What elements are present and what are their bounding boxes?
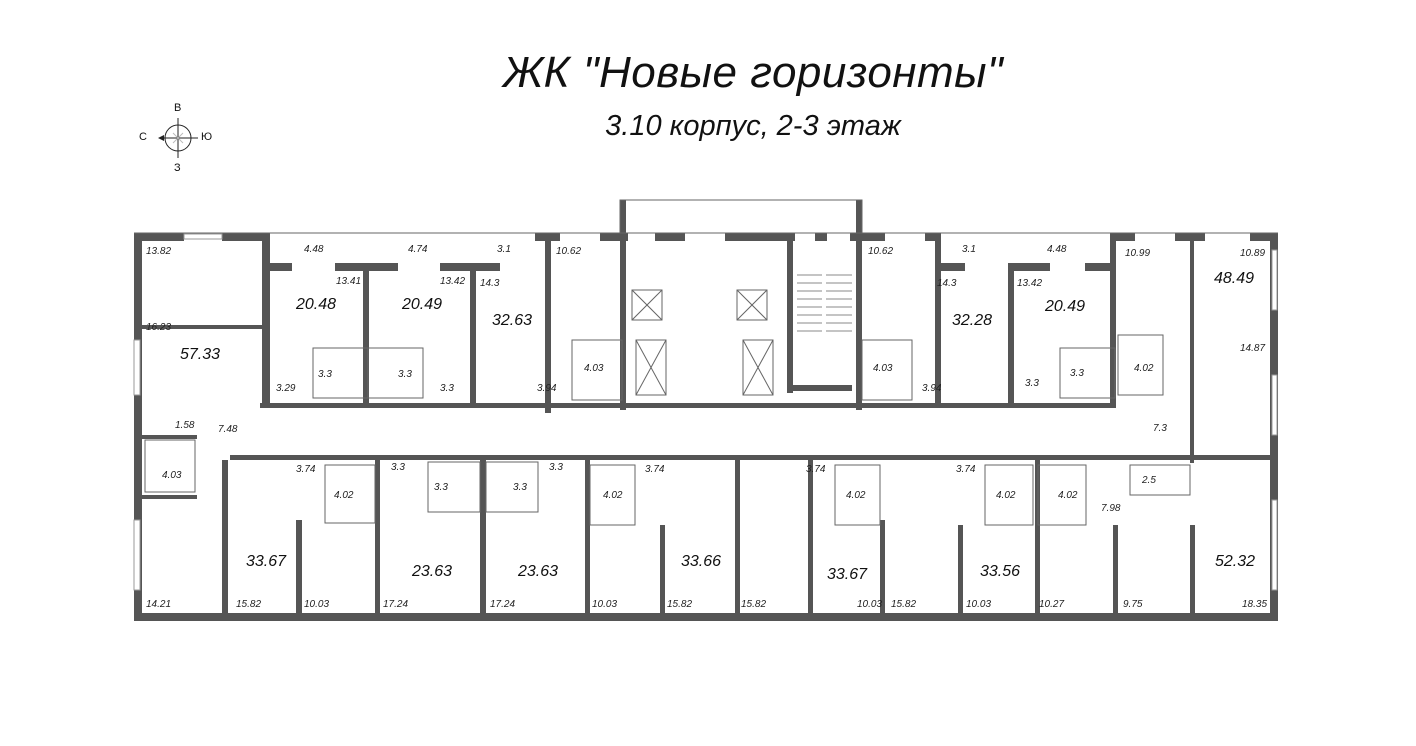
room-area: 3.29: [276, 383, 296, 394]
room-area: 4.02: [334, 490, 354, 501]
apartment-total-area: 23.63: [518, 563, 559, 580]
room-area: 18.35: [1242, 599, 1268, 610]
room-area: 3.94: [922, 383, 942, 394]
room-area: 3.74: [806, 464, 826, 475]
room-area: 10.27: [1039, 599, 1065, 610]
apartment-total-area: 32.28: [952, 312, 993, 329]
room-area: 14.21: [146, 599, 172, 610]
room-area: 13.42: [440, 276, 466, 287]
room-area: 4.02: [1134, 363, 1154, 374]
room-area: 3.74: [956, 464, 976, 475]
room-area: 17.24: [490, 599, 516, 610]
compass-south-label: Ю: [201, 131, 213, 143]
room-area: 10.89: [1240, 248, 1266, 259]
room-area: 10.03: [966, 599, 992, 610]
room-area: 10.03: [592, 599, 618, 610]
compass-north-label: С: [139, 131, 147, 143]
apartment-total-area: 20.49: [1045, 298, 1086, 315]
room-area: 3.1: [497, 244, 511, 255]
room-area: 4.02: [1058, 490, 1078, 501]
compass-east-label: В: [174, 102, 182, 114]
room-area: 10.62: [556, 246, 582, 257]
compass-rose-icon: В С Ю З: [139, 100, 220, 175]
room-area: 15.82: [236, 599, 262, 610]
room-area: 15.82: [891, 599, 917, 610]
room-area: 7.3: [1153, 423, 1167, 434]
apartment-total-area: 33.56: [980, 563, 1021, 580]
room-area: 2.5: [1142, 475, 1156, 486]
apartment-total-area: 52.32: [1215, 553, 1256, 570]
room-area: 3.94: [537, 383, 557, 394]
room-area: 3.3: [549, 462, 563, 473]
room-area: 3.3: [440, 383, 454, 394]
room-area: 3.3: [398, 369, 412, 380]
room-area: 15.82: [667, 599, 693, 610]
room-area: 4.48: [304, 244, 324, 255]
room-area: 10.03: [857, 599, 883, 610]
room-area: 10.62: [868, 246, 894, 257]
room-area: 14.3: [480, 278, 500, 289]
room-area: 3.3: [1070, 368, 1084, 379]
room-area: 15.82: [741, 599, 767, 610]
apartment-total-area: 20.48: [296, 296, 337, 313]
room-area: 9.75: [1123, 599, 1143, 610]
room-area: 4.03: [162, 470, 182, 481]
room-area: 14.87: [1240, 343, 1266, 354]
room-area: 1.58: [175, 420, 195, 431]
room-area: 3.3: [434, 482, 448, 493]
room-area: 4.02: [846, 490, 866, 501]
room-area: 4.74: [408, 244, 428, 255]
room-area: 4.02: [996, 490, 1016, 501]
room-area: 7.48: [218, 424, 238, 435]
room-area: 3.3: [391, 462, 405, 473]
apartment-total-area: 33.67: [827, 566, 868, 583]
room-area: 10.03: [304, 599, 330, 610]
room-area: 13.41: [336, 276, 362, 287]
apartment-total-area: 33.67: [246, 553, 287, 570]
apartment-total-area: 23.63: [412, 563, 453, 580]
room-area: 17.24: [383, 599, 409, 610]
room-area: 4.48: [1047, 244, 1067, 255]
room-area: 3.3: [513, 482, 527, 493]
room-area: 4.02: [603, 490, 623, 501]
apartment-total-area: 48.49: [1214, 270, 1255, 287]
compass-west-label: З: [174, 162, 181, 174]
apartment-total-area: 57.33: [180, 346, 221, 363]
room-area: 16.23: [146, 322, 172, 333]
room-area: 3.74: [645, 464, 665, 475]
room-area: 13.42: [1017, 278, 1043, 289]
room-area: 7.98: [1101, 503, 1121, 514]
apartment-total-area: 20.49: [402, 296, 443, 313]
apartment-total-area: 33.66: [681, 553, 722, 570]
room-area: 3.3: [1025, 378, 1039, 389]
room-area: 3.1: [962, 244, 976, 255]
room-area: 10.99: [1125, 248, 1151, 259]
complex-title: ЖК "Новые горизонты": [502, 48, 1004, 97]
room-area: 4.03: [584, 363, 604, 374]
building-floor-subtitle: 3.10 корпус, 2-3 этаж: [605, 110, 901, 142]
room-area: 3.74: [296, 464, 316, 475]
room-area: 3.3: [318, 369, 332, 380]
room-area: 13.82: [146, 246, 172, 257]
apartment-total-area: 32.63: [492, 312, 533, 329]
room-area: 14.3: [937, 278, 957, 289]
room-area: 4.03: [873, 363, 893, 374]
